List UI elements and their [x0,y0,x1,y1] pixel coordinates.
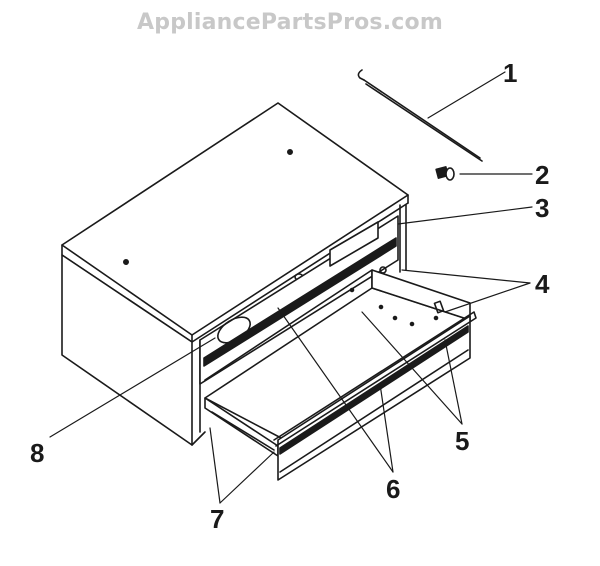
leader-8 [49,337,216,438]
callout-3: 3 [535,193,549,223]
floor-hole [378,304,384,310]
leader-lines [49,71,533,504]
watermark: AppliancePartsPros.com [137,10,443,35]
upper-drawer [199,215,399,385]
drawer-handle [273,311,477,447]
upper-drawer-trim [203,237,397,367]
callout-8: 8 [30,438,44,468]
leader-5a [361,311,463,425]
top-hole-left [123,258,130,265]
callout-1: 1 [503,58,517,88]
callout-5: 5 [455,426,469,456]
lock-knob [435,166,455,181]
leader-6a [277,307,394,473]
lock-rod [357,69,483,162]
leader-3 [397,206,533,225]
floor-hole [349,287,355,293]
callout-2: 2 [535,160,549,190]
drawer-slide-bracket [433,300,445,314]
leader-7a [209,427,221,504]
floor-hole [433,315,439,321]
leader-6b [379,383,394,473]
callout-6: 6 [386,474,400,504]
floor-hole [409,321,415,327]
floor-hole [392,315,398,321]
drawer-stop-screw [379,266,387,274]
leader-4a [401,269,531,284]
drawer-badge [217,316,251,344]
drawer-label-plate [329,221,379,267]
leader-4b [444,282,531,313]
cabinet-body [61,102,409,446]
lower-drawer [204,266,477,481]
leader-1 [427,71,506,119]
leader-5b [444,339,463,425]
callout-7: 7 [210,504,224,534]
callout-4: 4 [535,269,550,299]
top-hole-right [286,149,293,156]
leader-7b [219,451,275,504]
drawer-front-trim [279,325,469,455]
